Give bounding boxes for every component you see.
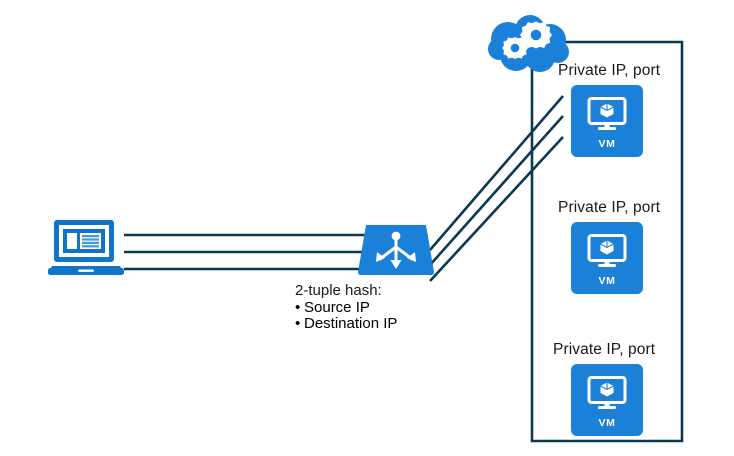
- vm-label-1: Private IP, port: [558, 199, 661, 216]
- client-laptop: [48, 218, 126, 283]
- vm-tile-2[interactable]: VM: [571, 364, 643, 436]
- vm-tile-caption: VM: [598, 138, 616, 150]
- vm-tile-caption: VM: [598, 275, 616, 287]
- cloud-services-icon: [486, 15, 578, 82]
- bullet-dot-icon: •: [295, 298, 301, 316]
- vm-tile-caption: VM: [598, 417, 616, 429]
- load-balancer-annotation: 2-tuple hash: • Source IP • Destination …: [295, 282, 398, 333]
- hash-item-label: Destination IP: [304, 315, 398, 332]
- hash-bullet-item-0: • Source IP: [295, 298, 397, 317]
- vm-monitor-cube-icon: [587, 97, 627, 130]
- hash-item-label: Source IP: [304, 298, 370, 316]
- hash-bullet-item-1: • Destination IP: [295, 315, 398, 333]
- vm-label-0: Private IP, port: [558, 62, 661, 79]
- load-balancer: [355, 222, 437, 283]
- bullet-dot-icon: •: [295, 315, 301, 332]
- client-to-lb-flows: [124, 233, 366, 271]
- vm-monitor-cube-icon: [587, 376, 627, 409]
- cloud-gears-icon: [488, 15, 569, 72]
- vm-tile-0[interactable]: VM: [571, 85, 643, 157]
- laptop-icon: [48, 220, 124, 275]
- vm-label-2: Private IP, port: [553, 341, 656, 358]
- hash-title: 2-tuple hash:: [295, 282, 382, 299]
- vm-tile-1[interactable]: VM: [571, 222, 643, 294]
- lb-to-vm-flows: [429, 95, 564, 282]
- load-balancer-arrows-icon: [358, 225, 434, 275]
- vm-monitor-cube-icon: [587, 234, 627, 267]
